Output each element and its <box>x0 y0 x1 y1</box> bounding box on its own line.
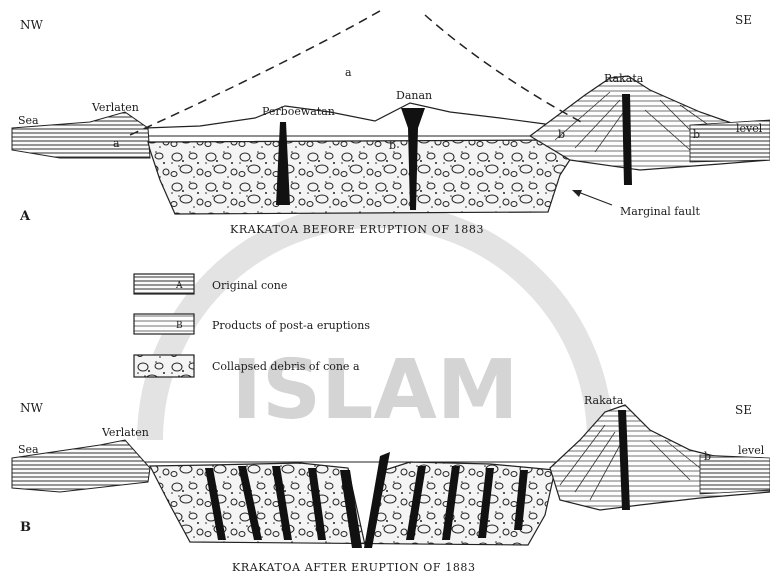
level-label-b: level <box>738 444 765 457</box>
sea-label-a: Sea <box>18 114 39 127</box>
fault-arrow-head <box>572 190 582 197</box>
compass-se-b: SE <box>735 403 752 417</box>
legend-swatch-text-a: A <box>175 281 183 291</box>
fault-arrow-line <box>578 192 612 205</box>
ancestral-cone-right-dash <box>425 15 585 124</box>
verlaten-label-b: Verlaten <box>101 426 149 439</box>
level-label-a: level <box>736 122 763 135</box>
legend: A Original cone B Products of post-a eru… <box>134 274 370 377</box>
marginal-fault-label: Marginal fault <box>620 205 701 218</box>
legend-label-collapsed-debris: Collapsed debris of cone a <box>212 360 360 373</box>
rakata-label-a: Rakata <box>604 72 644 85</box>
debris-block-a <box>148 140 575 214</box>
compass-se-a: SE <box>735 13 752 27</box>
legend-swatch-original-cone <box>134 274 194 294</box>
panel-letter-b: B <box>20 520 31 535</box>
cone-a-label: a <box>345 66 352 79</box>
legend-label-post-a-products: Products of post-a eruptions <box>212 319 370 332</box>
sea-label-b: Sea <box>18 443 39 456</box>
watermark-text: ISLAM <box>232 343 519 438</box>
legend-swatch-collapsed-debris <box>134 355 194 377</box>
perboewatan-label: Perboewatan <box>262 105 335 118</box>
legend-item-post-a-products: B Products of post-a eruptions <box>134 314 370 334</box>
unit-b-label-2: b <box>558 128 565 141</box>
compass-nw-b: NW <box>20 401 44 415</box>
caption-after: KRAKATOA AFTER ERUPTION OF 1883 <box>232 561 476 574</box>
diagram-before: NW SE Sea level Verlaten Perboewatan Dan… <box>12 8 770 236</box>
unit-b-label-1: b <box>389 139 396 152</box>
verlaten-label-a: Verlaten <box>91 101 139 114</box>
panel-letter-a: A <box>19 209 31 224</box>
rakata-label-b: Rakata <box>584 394 624 407</box>
compass-nw-a: NW <box>20 18 44 32</box>
legend-label-original-cone: Original cone <box>212 279 287 292</box>
unit-b-label-after: b <box>704 450 711 463</box>
caption-before: KRAKATOA BEFORE ERUPTION OF 1883 <box>230 223 484 236</box>
unit-b-label-3: b <box>693 128 700 141</box>
unit-a-label: a <box>113 137 120 150</box>
perboewatan-vent <box>276 122 290 205</box>
legend-swatch-post-a-products <box>134 314 194 334</box>
legend-swatch-text-b: B <box>176 321 183 331</box>
danan-label: Danan <box>396 89 432 102</box>
surface-profile-a <box>145 103 560 132</box>
